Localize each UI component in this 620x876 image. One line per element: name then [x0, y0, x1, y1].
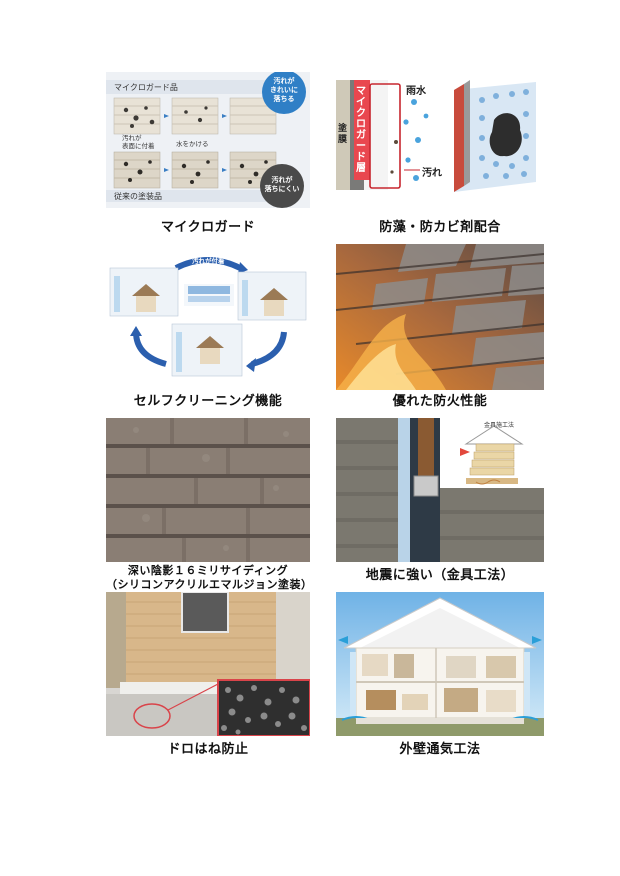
- caption-deepshadow-line1: 深い陰影１６ミリサイディング: [127, 564, 289, 577]
- deepshadow-photo: [106, 418, 310, 562]
- caption-selfcleaning: セルフクリーニング機能: [133, 394, 283, 409]
- microguard-bubble-top: 汚れが きれいに 落ちる: [270, 77, 298, 103]
- microguard-mid-left: 汚れが 表面に付着: [122, 134, 155, 150]
- antimold-dirt-label: 汚れ: [422, 168, 442, 179]
- caption-fireproof: 優れた防火性能: [392, 394, 488, 409]
- caption-earthquake: 地震に強い（金具工法）: [365, 568, 515, 583]
- microguard-mid-center: 水をかける: [176, 140, 209, 148]
- microguard-bubble-bottom: 汚れが 落ちにくい: [264, 176, 300, 193]
- selfcleaning-top-arrow-label: 汚れが付着: [192, 257, 225, 265]
- caption-ventilation: 外壁通気工法: [399, 742, 481, 757]
- feature-cell-splashguard: ドロはね防止: [106, 592, 310, 760]
- splashguard-photo: [106, 592, 310, 736]
- caption-deepshadow-line2: （シリコンアクリルエマルジョン塗装）: [106, 578, 313, 591]
- microguard-bottom-label: 従来の塗装品: [114, 192, 162, 201]
- selfcleaning-diagram: 汚れが付着: [106, 252, 310, 380]
- earthquake-inset-label: 金具施工法: [484, 422, 515, 429]
- antimold-strip-label: マイクロガード層: [356, 86, 366, 174]
- microguard-diagram: マイクロガード品 汚れが きれいに 落ちる 汚れが 表面に付着 水をかける 従来…: [106, 72, 310, 208]
- feature-cell-deepshadow: 深い陰影１６ミリサイディング （シリコンアクリルエマルジョン塗装）: [106, 418, 313, 592]
- caption-splashguard: ドロはね防止: [167, 742, 249, 757]
- feature-cell-antimold: 塗膜 マイクロガード層 雨水 汚れ 防藻・防カビ剤配合: [336, 72, 544, 240]
- feature-cell-selfcleaning: 汚れが付着 セルフクリーニング機能: [106, 252, 310, 412]
- antimold-rain-label: 雨水: [406, 86, 426, 97]
- feature-cell-earthquake: 金具施工法 地震に強い（金具工法）: [336, 418, 544, 588]
- caption-microguard: マイクロガード: [160, 220, 256, 235]
- fireproof-photo: [336, 244, 544, 390]
- feature-cell-fireproof: 優れた防火性能: [336, 244, 544, 412]
- caption-antimold: 防藻・防カビ剤配合: [379, 220, 501, 235]
- antimold-film-label: 塗膜: [338, 124, 348, 145]
- ventilation-illustration: [336, 592, 544, 736]
- antimold-diagram: 塗膜 マイクロガード層 雨水 汚れ: [336, 72, 544, 208]
- earthquake-photo: 金具施工法: [336, 418, 544, 562]
- feature-cell-ventilation: 外壁通気工法: [336, 592, 544, 760]
- microguard-top-label: マイクロガード品: [114, 83, 178, 92]
- feature-cell-microguard: マイクロガード品 汚れが きれいに 落ちる 汚れが 表面に付着 水をかける 従来…: [106, 72, 310, 240]
